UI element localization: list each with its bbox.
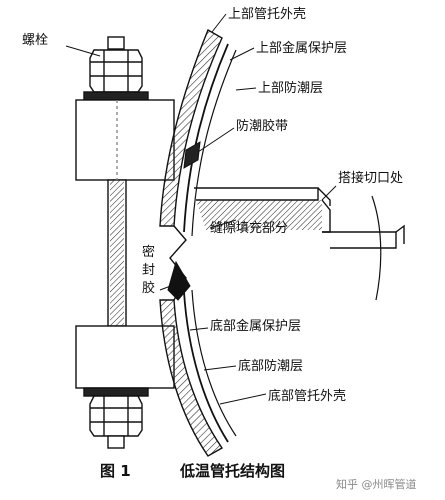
label-bottom-moisture-layer: 底部防潮层 [238, 358, 303, 374]
figure-title: 低温管托结构图 [179, 462, 285, 480]
label-lap-cut: 搭接切口处 [338, 170, 403, 186]
pipe-outline [371, 195, 382, 301]
label-bolt: 螺栓 [22, 33, 48, 48]
upper-metal-layer-line [183, 43, 229, 233]
lower-clamp-block [75, 325, 175, 389]
label-bottom-metal-layer: 底部金属保护层 [210, 318, 301, 334]
top-nut [89, 49, 143, 93]
bottom-nut [89, 395, 143, 437]
top-washer [83, 91, 149, 101]
label-upper-metal-layer: 上部金属保护层 [256, 40, 347, 56]
bottom-bolt-end [107, 435, 125, 449]
lap-joint [194, 187, 405, 301]
threaded-rod [107, 100, 127, 327]
label-sealant-1: 密 [142, 244, 155, 260]
moisture-tape [183, 141, 201, 169]
label-upper-moisture-layer: 上部防潮层 [258, 80, 323, 96]
bolt-assembly [75, 36, 175, 449]
label-sealant-2: 封 [142, 263, 155, 278]
bottom-outer-shell-band [159, 299, 224, 457]
label-upper-outer-shell: 上部管托外壳 [228, 7, 306, 22]
bottom-washer [83, 387, 149, 397]
shells [159, 28, 237, 457]
watermark: 知乎 @州晖管道 [336, 477, 417, 491]
label-moisture-tape: 防潮胶带 [236, 118, 288, 134]
label-bottom-outer-shell: 底部管托外壳 [268, 388, 346, 404]
bottom-metal-layer-line [183, 291, 229, 443]
upper-moisture-layer-line [191, 49, 237, 237]
upper-clamp-block [75, 99, 175, 181]
top-bolt-end [107, 36, 125, 50]
label-sealant-3: 胶 [142, 280, 155, 296]
label-gap-fill: 缝隙填充部分 [210, 220, 288, 236]
sealant-fill [167, 260, 191, 301]
leader-lines [65, 13, 337, 405]
bottom-moisture-layer-line [191, 289, 237, 437]
figure-number: 图 1 [100, 462, 131, 480]
